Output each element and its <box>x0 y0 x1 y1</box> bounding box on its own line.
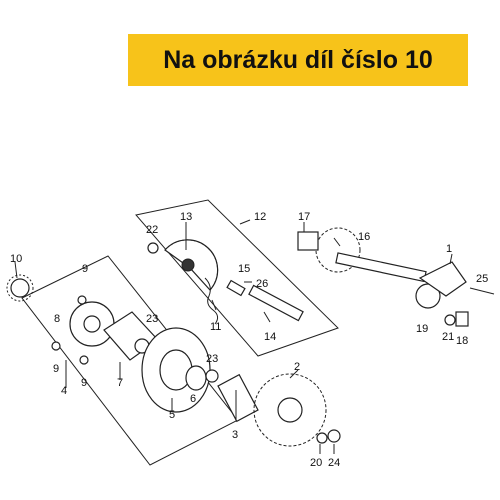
pin-part-15[interactable] <box>226 279 246 297</box>
nut-part-24[interactable] <box>327 429 341 443</box>
label-7: 7 <box>117 377 123 389</box>
washer-part-22[interactable] <box>147 242 159 254</box>
drive-gear-part-10[interactable] <box>6 261 34 302</box>
washer-part-20[interactable] <box>316 432 328 444</box>
label-1: 1 <box>446 243 452 255</box>
label-18: 18 <box>456 335 468 347</box>
part-number-banner: Na obrázku díl číslo 10 <box>128 34 468 86</box>
label-21: 21 <box>442 331 454 343</box>
label-15: 15 <box>238 263 250 275</box>
label-16: 16 <box>358 231 370 243</box>
roller-part-9-left[interactable] <box>51 341 61 351</box>
bolt-part-25[interactable] <box>469 287 495 295</box>
roller-part-9-bottom[interactable] <box>79 355 89 365</box>
label-22: 22 <box>146 224 158 236</box>
kick-start-group-panel <box>135 199 339 357</box>
lever-part-1[interactable] <box>418 261 467 297</box>
label-9-left: 9 <box>53 363 59 375</box>
label-14: 14 <box>264 331 276 343</box>
label-5: 5 <box>169 409 175 421</box>
label-23-right: 23 <box>206 353 218 365</box>
label-6: 6 <box>190 393 196 405</box>
bushing-part-17[interactable] <box>297 231 319 251</box>
label-13: 13 <box>180 211 192 223</box>
label-20: 20 <box>310 457 322 469</box>
movable-plate-part-8[interactable] <box>69 301 115 347</box>
label-4: 4 <box>61 385 67 397</box>
shaft-part-14[interactable] <box>248 284 304 322</box>
collar-part-3[interactable] <box>217 373 259 423</box>
bushing-part-6[interactable] <box>185 365 207 391</box>
label-9-top: 9 <box>82 263 88 275</box>
washer-part-21[interactable] <box>444 314 456 326</box>
banner-text: Na obrázku díl číslo 10 <box>163 45 433 74</box>
collar-part-23-right[interactable] <box>205 369 219 383</box>
label-3: 3 <box>232 429 238 441</box>
spring-part-11[interactable] <box>204 277 219 325</box>
label-26: 26 <box>256 278 268 290</box>
label-11: 11 <box>210 321 221 333</box>
label-9-bottom: 9 <box>81 377 87 389</box>
label-10: 10 <box>10 253 22 265</box>
fan-pulley-part-2[interactable] <box>253 373 327 447</box>
roller-part-9-top[interactable] <box>77 295 87 305</box>
pulley-face-part-5[interactable] <box>141 327 211 413</box>
label-25: 25 <box>476 273 488 285</box>
label-24: 24 <box>328 457 340 469</box>
label-8: 8 <box>54 313 60 325</box>
sector-gear-part-13[interactable] <box>164 239 219 291</box>
label-12: 12 <box>254 211 266 223</box>
label-19: 19 <box>416 323 428 335</box>
label-17: 17 <box>298 211 310 223</box>
label-23-left: 23 <box>146 313 158 325</box>
collar-part-18[interactable] <box>455 311 469 327</box>
kick-shaft-part-16[interactable] <box>315 227 427 283</box>
label-2: 2 <box>294 361 300 373</box>
